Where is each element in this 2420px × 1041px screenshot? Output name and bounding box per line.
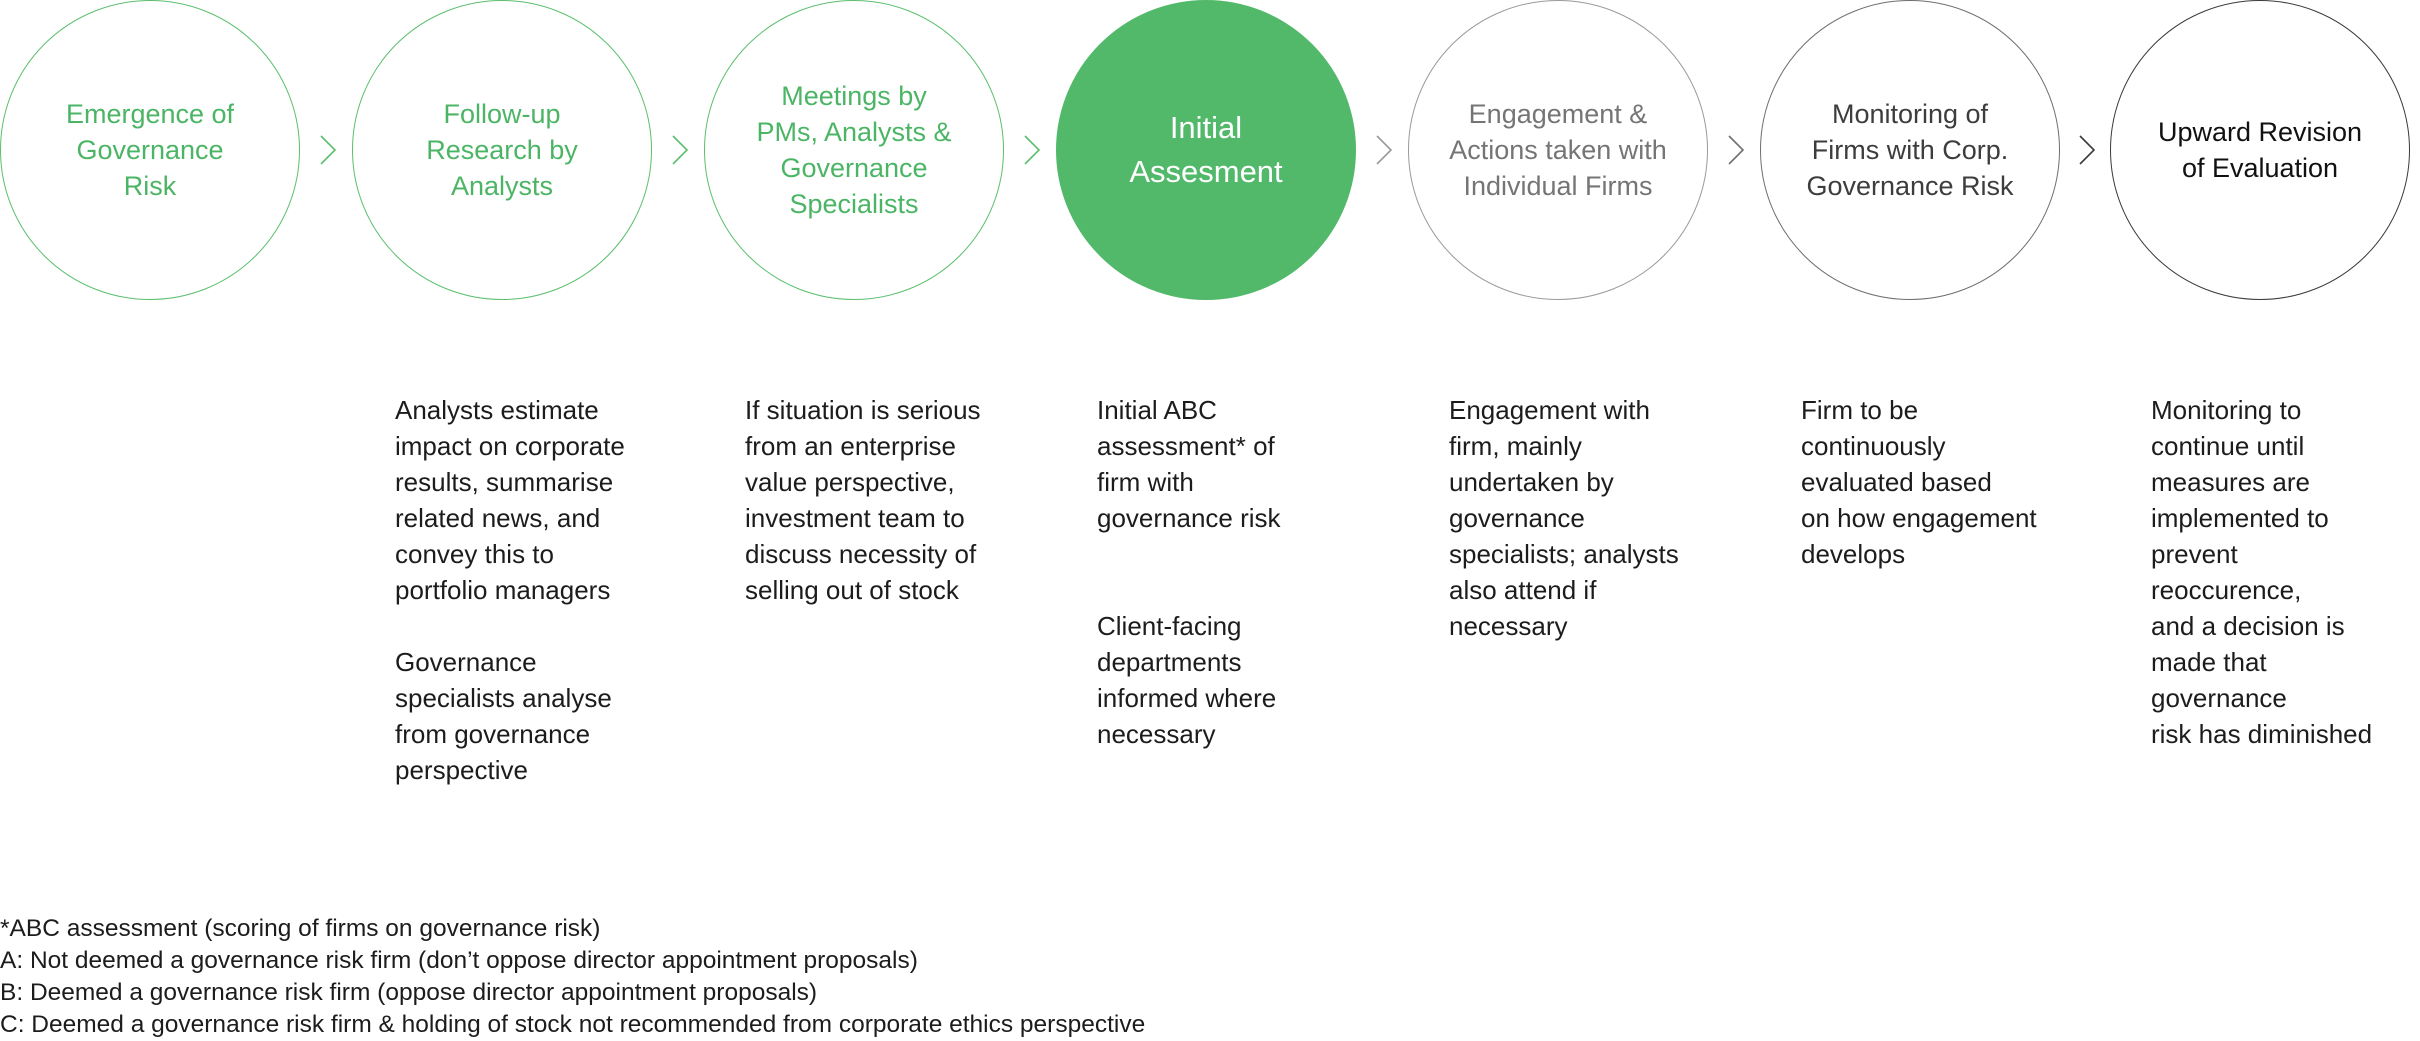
step-label-1: Emergence of Governance Risk xyxy=(65,99,235,201)
step-description-4: Initial ABC assessment* of firm with gov… xyxy=(1097,392,1357,788)
step-4-description-paragraph: Initial ABC assessment* of firm with gov… xyxy=(1097,395,1281,533)
step-circle-3: Meetings by PMs, Analysts & Governance S… xyxy=(704,0,1004,300)
step-description-3: If situation is serious from an enterpri… xyxy=(745,392,1005,644)
footnote-heading: *ABC assessment (scoring of firms on gov… xyxy=(0,915,601,942)
chevron-right-icon xyxy=(1374,134,1394,166)
step-6-description-paragraph: Firm to be continuously evaluated based … xyxy=(1801,395,2037,569)
chevron-right-icon xyxy=(670,134,690,166)
chevron-right-icon xyxy=(1726,134,1746,166)
step-label-2: Follow-up Research by Analysts xyxy=(426,99,578,201)
step-description-7: Monitoring to continue until measures ar… xyxy=(2151,392,2411,788)
step-3-description-paragraph: If situation is serious from an enterpri… xyxy=(745,395,981,605)
step-description-2: Analysts estimate impact on corporate re… xyxy=(395,392,655,824)
step-label-6: Monitoring of Firms with Corp. Governanc… xyxy=(1806,99,2014,201)
step-2-description-paragraph: Analysts estimate impact on corporate re… xyxy=(395,395,625,605)
chevron-right-icon xyxy=(2077,134,2097,166)
step-4-description-paragraph: Client-facing departments informed where… xyxy=(1097,611,1277,749)
step-circle-6: Monitoring of Firms with Corp. Governanc… xyxy=(1760,0,2060,300)
step-circle-4: Initial Assesment xyxy=(1056,0,1356,300)
abc-assessment-footnote: *ABC assessment (scoring of firms on gov… xyxy=(0,913,1145,1041)
step-circle-1: Emergence of Governance Risk xyxy=(0,0,300,300)
step-2-description-paragraph: Governance specialists analyse from gove… xyxy=(395,647,612,785)
step-description-6: Firm to be continuously evaluated based … xyxy=(1801,392,2061,608)
step-circle-2: Follow-up Research by Analysts xyxy=(352,0,652,300)
step-circle-7: Upward Revision of Evaluation xyxy=(2110,0,2410,300)
step-label-5: Engagement & Actions taken with Individu… xyxy=(1449,99,1667,201)
chevron-right-icon xyxy=(1022,134,1042,166)
step-circle-5: Engagement & Actions taken with Individu… xyxy=(1408,0,1708,300)
step-7-description-paragraph: Monitoring to continue until measures ar… xyxy=(2151,395,2373,749)
step-label-3: Meetings by PMs, Analysts & Governance S… xyxy=(756,81,952,219)
footnote-line-b: B: Deemed a governance risk firm (oppose… xyxy=(0,979,818,1006)
step-5-description-paragraph: Engagement with firm, mainly undertaken … xyxy=(1449,395,1679,641)
step-label-4: Initial Assesment xyxy=(1129,110,1283,189)
footnote-line-a: A: Not deemed a governance risk firm (do… xyxy=(0,947,918,974)
step-description-5: Engagement with firm, mainly undertaken … xyxy=(1449,392,1709,680)
chevron-right-icon xyxy=(318,134,338,166)
footnote-line-c: C: Deemed a governance risk firm & holdi… xyxy=(0,1011,1146,1038)
step-label-7: Upward Revision of Evaluation xyxy=(2157,117,2363,183)
